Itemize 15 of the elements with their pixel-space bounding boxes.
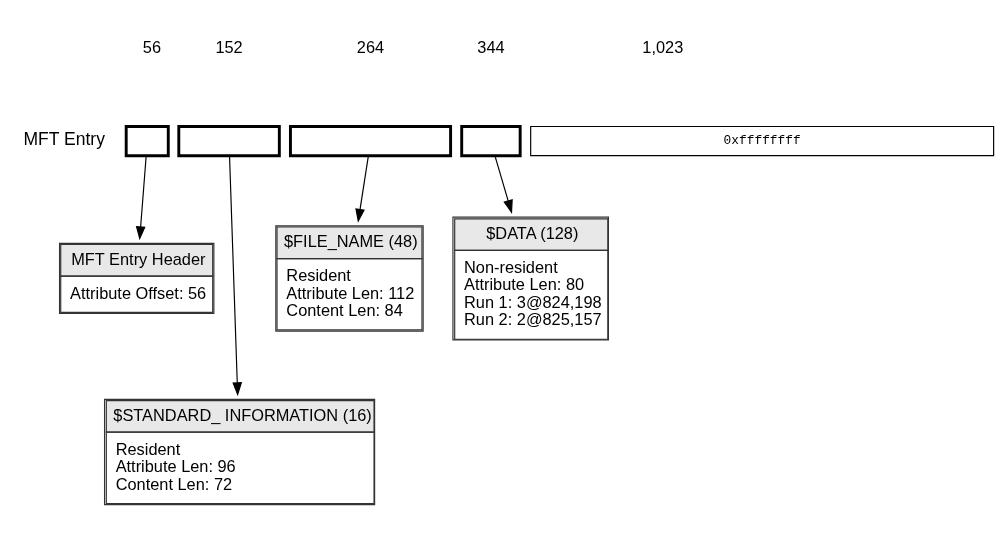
label: 344 [477,38,505,57]
arrow [355,155,369,223]
arrow [228,155,243,397]
node-box [289,125,453,158]
label: MFT Entry [23,129,105,150]
label: 1,023 [642,38,684,57]
arrow [494,155,513,214]
arrow [135,155,147,241]
label: 264 [356,38,385,57]
node-box: 0xffffffff [530,125,995,157]
label: 152 [215,38,243,57]
node-box [124,125,170,158]
node-box [460,125,522,158]
node-box [177,125,281,158]
label: 56 [142,38,162,57]
